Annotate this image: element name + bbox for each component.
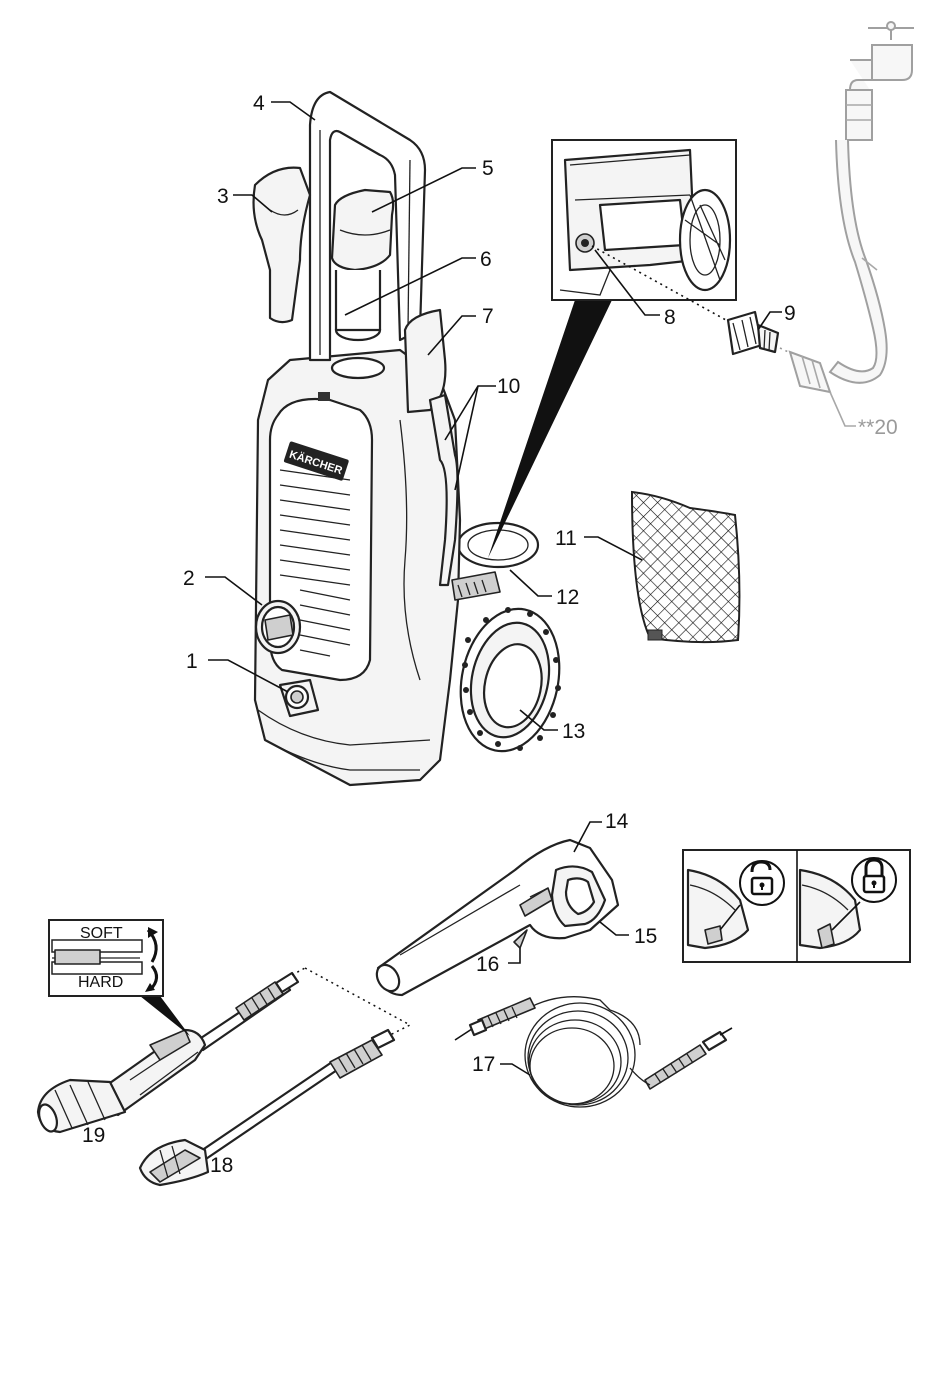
callout-16: 16: [476, 953, 499, 976]
locked-padlock-icon: [852, 858, 896, 902]
garden-hose-and-tap: [790, 22, 914, 392]
nozzle-zoom-wedge: [140, 996, 190, 1036]
callout-3: 3: [217, 185, 229, 208]
water-inlet-coupling: [728, 312, 778, 354]
gun-holder: [332, 190, 393, 378]
callout-10: 10: [497, 375, 520, 398]
callout-9: 9: [784, 302, 796, 325]
callout-1: 1: [186, 650, 198, 673]
detail-zoom-wedge: [488, 300, 612, 558]
callout-7: 7: [482, 305, 494, 328]
callout-8: 8: [664, 306, 676, 329]
soft-label: SOFT: [80, 925, 123, 942]
pressure-setting-inset: SOFT HARD: [49, 920, 163, 996]
accessory-bag-net: [632, 492, 739, 642]
inlet-detail-inset: [552, 140, 736, 300]
callout-13: 13: [562, 720, 585, 743]
callout-2: 2: [183, 567, 195, 590]
callout-19: 19: [82, 1124, 105, 1147]
callout-20: **20: [858, 416, 898, 439]
top-badge: [318, 392, 330, 401]
vario-power-lance: [36, 973, 298, 1134]
callout-5: 5: [482, 157, 494, 180]
hard-label: HARD: [78, 974, 123, 991]
cable-hook: [254, 168, 310, 322]
callout-4: 4: [253, 92, 265, 115]
callout-12: 12: [556, 586, 579, 609]
unlocked-padlock-icon: [740, 861, 784, 905]
callout-11: 11: [555, 527, 577, 550]
callout-6: 6: [480, 248, 492, 271]
wheel: [448, 600, 572, 761]
callout-14: 14: [605, 810, 629, 833]
trigger-lock-inset: [683, 850, 910, 962]
power-switch: [256, 601, 300, 653]
callout-18: 18: [210, 1154, 233, 1177]
callout-17: 17: [472, 1053, 495, 1076]
callout-15: 15: [634, 925, 657, 948]
high-pressure-hose: [455, 997, 732, 1107]
